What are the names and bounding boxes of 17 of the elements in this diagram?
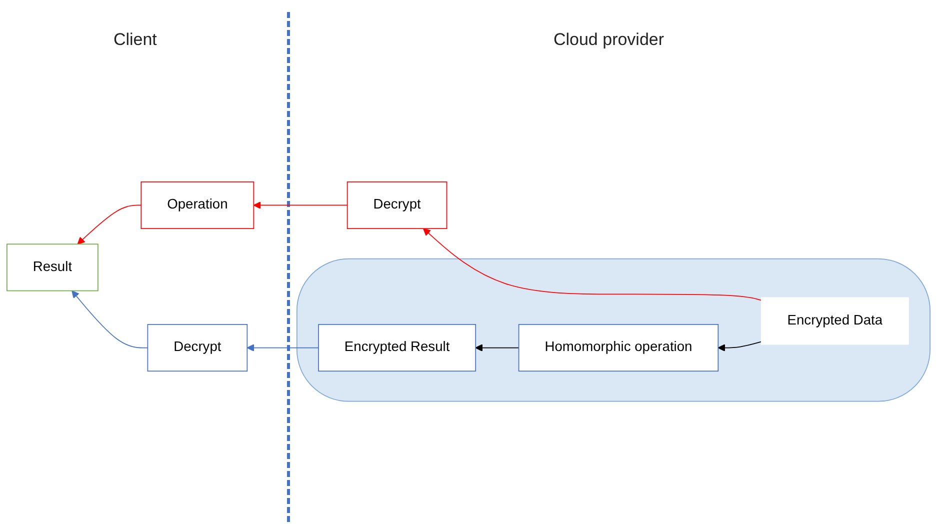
node-box: Homomorphic operation	[518, 324, 719, 372]
cluster	[296, 258, 930, 402]
arrow	[422, 228, 762, 302]
node-box: Encrypted Data	[760, 298, 909, 346]
arrow	[253, 202, 348, 210]
column-heading: Client	[113, 30, 157, 50]
arrow	[77, 205, 142, 245]
node-box: Operation	[140, 182, 254, 230]
node-box: Decrypt	[346, 182, 448, 230]
node-box: Result	[6, 244, 98, 292]
arrow	[718, 342, 762, 352]
arrow	[475, 344, 520, 352]
node-box: Encrypted Result	[318, 324, 476, 372]
arrow	[246, 344, 319, 352]
arrow	[72, 290, 148, 349]
column-heading: Cloud provider	[553, 30, 664, 50]
node-box: Decrypt	[147, 324, 248, 372]
